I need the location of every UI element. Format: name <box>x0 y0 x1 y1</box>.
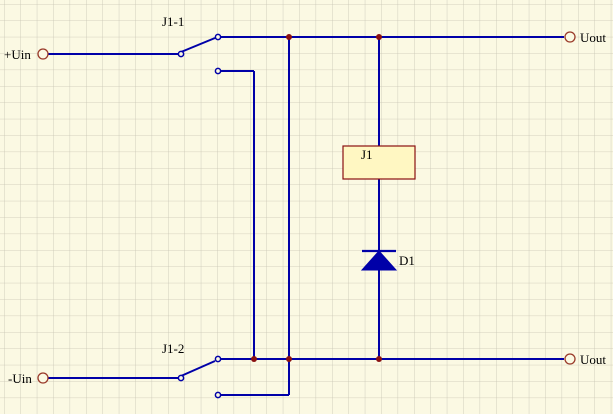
label-output-bottom: Uout <box>580 352 606 367</box>
switch-j1-2 <box>48 37 290 396</box>
label-switch-j1-1: J1-1 <box>162 14 184 29</box>
label-relay-j1: J1 <box>361 147 373 162</box>
junction-dots <box>251 34 382 362</box>
terminal-input-neg <box>37 372 49 384</box>
terminals <box>37 31 576 384</box>
label-output-top: Uout <box>580 30 606 45</box>
label-input-neg: -Uin <box>8 371 32 386</box>
switch-j1-1-contacts <box>177 33 222 75</box>
diode-d1-symbol <box>360 249 398 271</box>
switch-j1-1 <box>48 37 255 359</box>
switch-j1-2-contacts <box>177 355 222 399</box>
terminal-output-bottom <box>564 353 576 365</box>
terminal-input-pos <box>37 48 49 60</box>
terminal-output-top <box>564 31 576 43</box>
label-switch-j1-2: J1-2 <box>162 341 184 356</box>
relay-coil-j1 <box>342 145 416 180</box>
label-diode-d1: D1 <box>399 253 415 268</box>
label-input-pos: +Uin <box>4 47 31 62</box>
